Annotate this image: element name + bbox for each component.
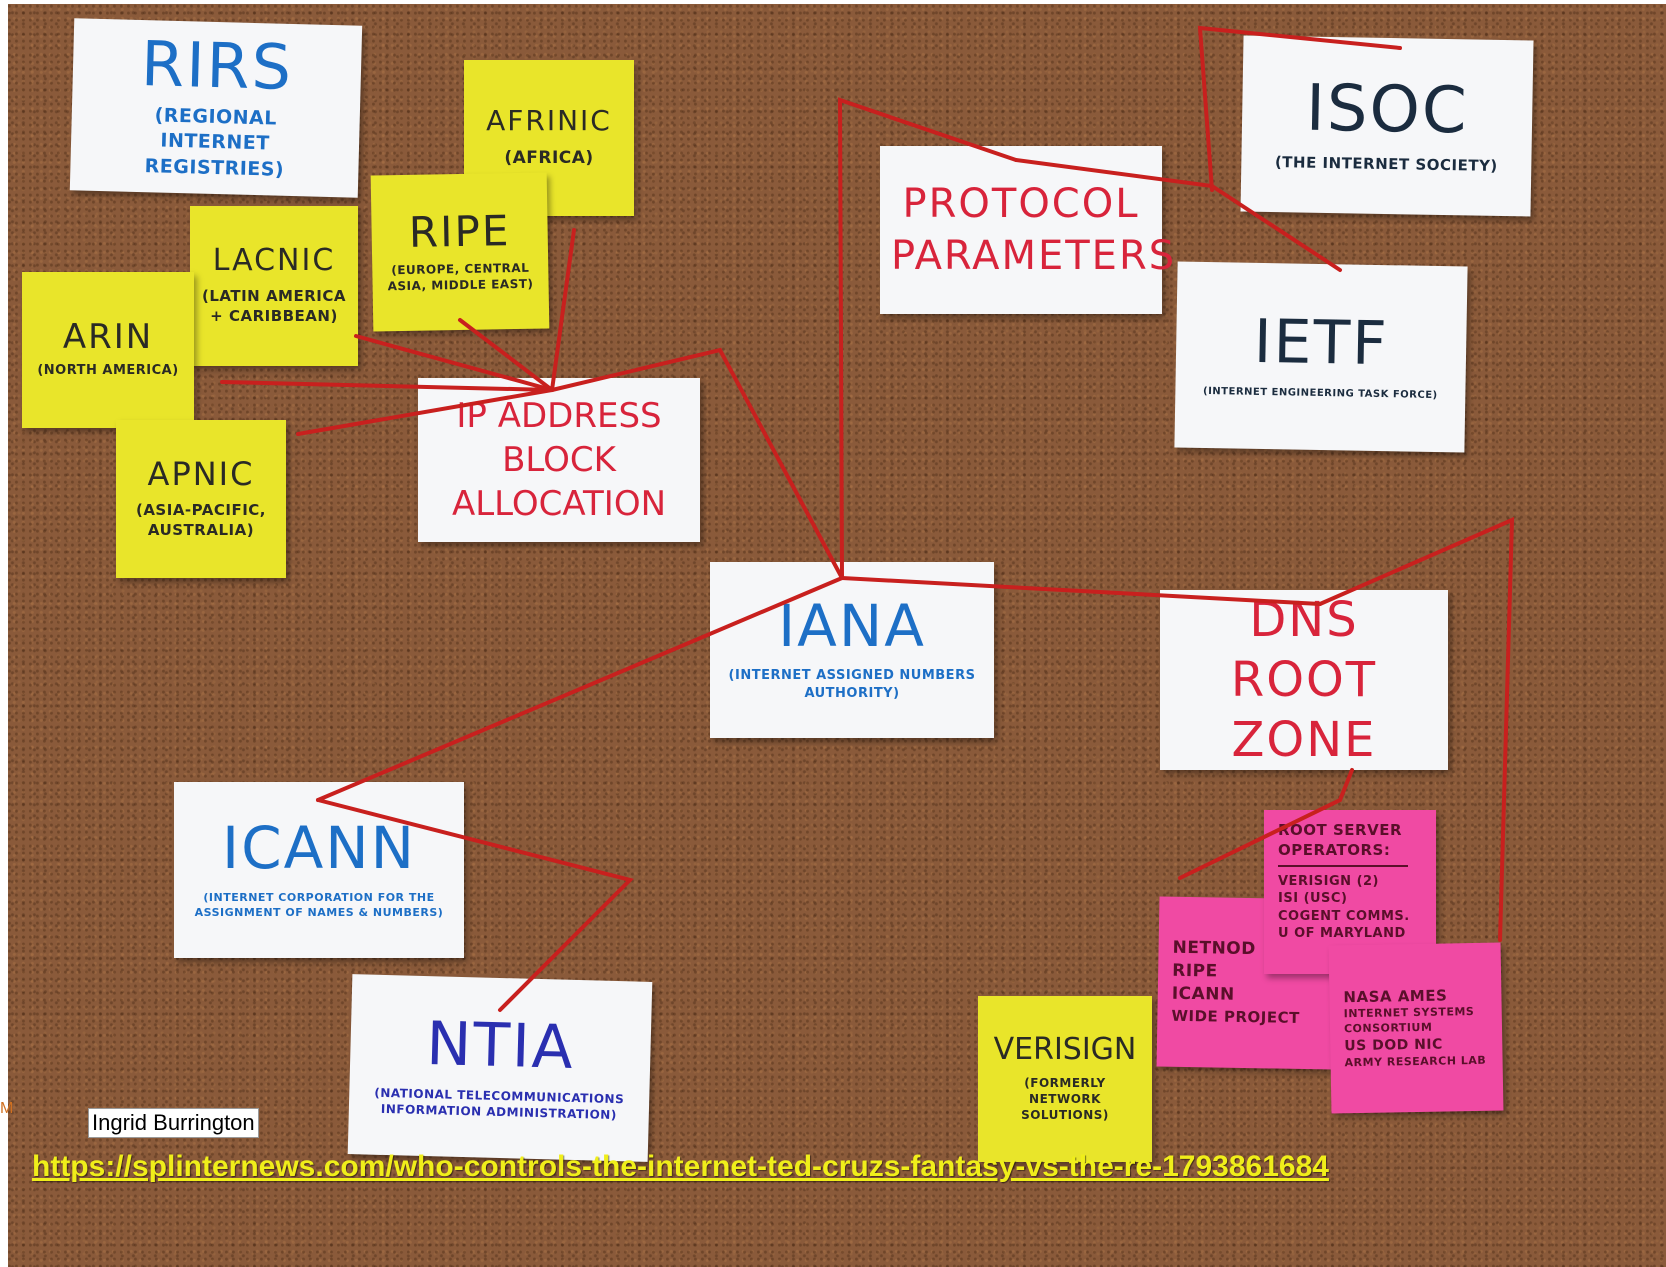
card-ietf-title: IETF (1253, 307, 1390, 380)
card-lacnic-title: LACNIC (212, 242, 336, 278)
card-ntia-title: NTIA (425, 1008, 576, 1083)
card-ip-address-block-allocation: IP ADDRESS BLOCK ALLOCATION (418, 378, 700, 542)
card-apnic: APNIC (ASIA-PACIFIC, AUSTRALIA) (116, 420, 286, 578)
list-item: U OF MARYLAND (1278, 926, 1406, 942)
list-item: WIDE PROJECT (1171, 1006, 1300, 1028)
card-verisign-subtitle: (FORMERLY NETWORK SOLUTIONS) (1021, 1075, 1109, 1123)
card-ripe-subtitle: (EUROPE, CENTRAL ASIA, MIDDLE EAST) (387, 260, 534, 294)
card-arin-title: ARIN (62, 317, 154, 358)
card-arin: ARIN (NORTH AMERICA) (22, 272, 194, 428)
card-ietf-subtitle: (INTERNET ENGINEERING TASK FORCE) (1202, 386, 1438, 402)
card-afrinic-subtitle: (AFRICA) (504, 147, 594, 168)
root-server-operators-title: ROOT SERVER OPERATORS: (1278, 820, 1408, 867)
card-icann-title: ICANN (221, 814, 417, 883)
card-ripe-title: RIPE (408, 205, 511, 257)
card-lacnic: LACNIC (LATIN AMERICA + CARIBBEAN) (190, 206, 358, 366)
card-iana-title: IANA (778, 592, 926, 661)
root-server-operators-list: VERISIGN (2) ISI (USC) COGENT COMMS. U O… (1278, 873, 1410, 943)
card-dns-root-title: DNS ROOT ZONE (1230, 592, 1378, 768)
source-link[interactable]: https://splinternews.com/who-controls-th… (32, 1150, 1329, 1183)
card-verisign-title: VERISIGN (993, 1031, 1137, 1067)
list-item: ARMY RESEARCH LAB (1344, 1053, 1487, 1070)
card-iana-subtitle: (INTERNET ASSIGNED NUMBERS AUTHORITY) (728, 668, 976, 701)
card-iana: IANA (INTERNET ASSIGNED NUMBERS AUTHORIT… (710, 562, 994, 738)
edge-mark: M (0, 1100, 14, 1117)
card-dns-root-zone: DNS ROOT ZONE (1160, 590, 1448, 770)
list-item: NASA AMES (1343, 986, 1448, 1007)
list-item: ISI (USC) (1278, 891, 1348, 907)
card-icann-subtitle: (INTERNET CORPORATION FOR THE ASSIGNMENT… (194, 891, 444, 919)
card-afrinic-title: AFRINIC (486, 103, 612, 137)
card-isoc-subtitle: (THE INTERNET SOCIETY) (1274, 152, 1498, 175)
card-apnic-title: APNIC (147, 454, 255, 493)
card-ntia-subtitle: (NATIONAL TELECOMMUNICATIONS INFORMATION… (374, 1085, 625, 1123)
root-operators-right-list: NASA AMES INTERNET SYSTEMS CONSORTIUM US… (1343, 985, 1494, 1071)
card-root-operators-right: NASA AMES INTERNET SYSTEMS CONSORTIUM US… (1328, 942, 1504, 1114)
card-protocol-parameters: PROTOCOL PARAMETERS (880, 146, 1177, 314)
card-afrinic: AFRINIC (AFRICA) (464, 60, 634, 216)
card-icann: ICANN (INTERNET CORPORATION FOR THE ASSI… (174, 782, 464, 958)
card-ntia: NTIA (NATIONAL TELECOMMUNICATIONS INFORM… (347, 974, 653, 1162)
card-ietf: IETF (INTERNET ENGINEERING TASK FORCE) (1174, 261, 1468, 453)
card-verisign: VERISIGN (FORMERLY NETWORK SOLUTIONS) (978, 996, 1152, 1162)
card-isoc-title: ISOC (1305, 71, 1470, 149)
card-protocol-title: PROTOCOL PARAMETERS (891, 181, 1177, 279)
card-rirs-subtitle: (REGIONAL INTERNET REGISTRIES) (144, 103, 285, 181)
list-item: VERISIGN (2) (1278, 873, 1379, 889)
list-item: INTERNET SYSTEMS CONSORTIUM (1343, 1005, 1475, 1036)
card-ripe: RIPE (EUROPE, CENTRAL ASIA, MIDDLE EAST) (370, 172, 550, 332)
list-item: COGENT COMMS. (1278, 908, 1410, 924)
card-apnic-subtitle: (ASIA-PACIFIC, AUSTRALIA) (135, 500, 267, 539)
card-rirs-title: RIRS (140, 26, 294, 104)
card-arin-subtitle: (NORTH AMERICA) (37, 363, 179, 379)
card-ip-block-title: IP ADDRESS BLOCK ALLOCATION (451, 395, 667, 525)
card-isoc: ISOC (THE INTERNET SOCIETY) (1240, 35, 1534, 217)
list-item: ICANN (1171, 984, 1235, 1006)
photo-credit: Ingrid Burrington (88, 1108, 259, 1138)
card-lacnic-subtitle: (LATIN AMERICA + CARIBBEAN) (202, 286, 346, 325)
card-rirs: RIRS (REGIONAL INTERNET REGISTRIES) (69, 18, 363, 198)
